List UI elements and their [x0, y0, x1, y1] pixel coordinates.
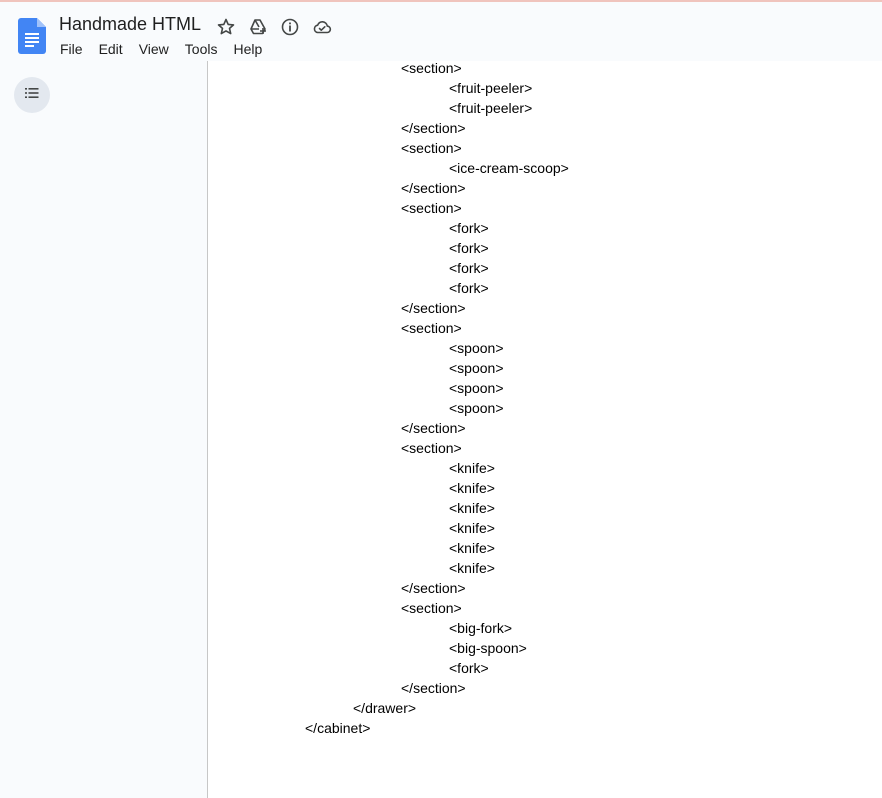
document-line: <big-fork>: [449, 620, 513, 636]
document-line: </section>: [401, 420, 466, 436]
document-line: <spoon>: [449, 360, 504, 376]
google-docs-logo-icon[interactable]: [18, 18, 46, 54]
window-top-border: [0, 0, 882, 2]
document-line: </drawer>: [353, 700, 417, 716]
document-line: <knife>: [449, 520, 495, 536]
document-line: </cabinet>: [305, 720, 371, 736]
move-to-drive-icon[interactable]: [247, 16, 269, 38]
document-line: </section>: [401, 120, 466, 136]
document-line: <spoon>: [449, 400, 504, 416]
document-line: <section>: [401, 60, 462, 76]
docs-header: Handmade HTML File Edit View Tools Help: [0, 2, 882, 61]
menu-view[interactable]: View: [138, 41, 169, 57]
document-line: <fork>: [449, 660, 489, 676]
document-line: <knife>: [449, 480, 495, 496]
document-line: </section>: [401, 180, 466, 196]
info-icon[interactable]: [279, 16, 301, 38]
document-outline-button[interactable]: [14, 77, 50, 113]
document-line: <fork>: [449, 240, 489, 256]
menu-edit[interactable]: Edit: [98, 41, 123, 57]
document-line: <fork>: [449, 260, 489, 276]
document-line: <section>: [401, 140, 462, 156]
document-line: <section>: [401, 440, 462, 456]
document-line: </section>: [401, 300, 466, 316]
cloud-saved-icon[interactable]: [311, 16, 333, 38]
left-sidebar: [0, 61, 207, 798]
document-line: <spoon>: [449, 340, 504, 356]
document-line: <section>: [401, 600, 462, 616]
document-line: </section>: [401, 580, 466, 596]
document-line: <knife>: [449, 460, 495, 476]
menu-tools[interactable]: Tools: [184, 41, 218, 57]
star-icon[interactable]: [215, 16, 237, 38]
document-line: <knife>: [449, 540, 495, 556]
document-line: <fruit-peeler>: [449, 100, 533, 116]
menu-help[interactable]: Help: [233, 41, 263, 57]
document-line: <section>: [401, 320, 462, 336]
document-line: <ice-cream-scoop>: [449, 160, 569, 176]
document-line: <fork>: [449, 280, 489, 296]
document-outline-icon: [23, 84, 41, 107]
document-line: <fruit-peeler>: [449, 80, 533, 96]
document-line: <knife>: [449, 560, 495, 576]
document-line: <knife>: [449, 500, 495, 516]
document-line: <fork>: [449, 220, 489, 236]
document-line: <big-spoon>: [449, 640, 527, 656]
document-page[interactable]: <section> <fruit-peeler> <fruit-peeler> </s…: [207, 60, 882, 798]
document-line: <spoon>: [449, 380, 504, 396]
document-line: <section>: [401, 200, 462, 216]
document-line: </section>: [401, 680, 466, 696]
document-title[interactable]: Handmade HTML: [59, 14, 202, 34]
menu-file[interactable]: File: [60, 41, 83, 57]
menu-bar: File Edit View Tools Help: [52, 39, 270, 61]
